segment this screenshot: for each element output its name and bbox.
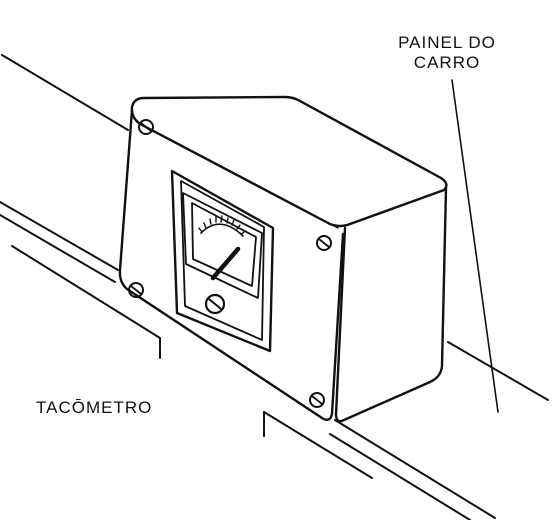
meter-needle (210, 246, 241, 281)
scale-ticks (198, 215, 246, 235)
panel-label-line1: PAINEL DO (398, 33, 496, 52)
zero-adjust-screw-icon (204, 293, 226, 315)
panel-leader-line (451, 79, 499, 413)
screw-icon (128, 282, 144, 298)
screw-icon (138, 119, 154, 135)
panel-label: PAINEL DO CARRO (372, 33, 522, 73)
meter-box (118, 95, 448, 423)
tachometer-label: TACŌMETRO (36, 398, 153, 417)
box-front-face (118, 108, 345, 421)
corner-screws (128, 119, 332, 408)
screw-icon (309, 392, 325, 408)
dashboard-lines-left (0, 54, 161, 359)
dashboard-lines-right (263, 341, 549, 520)
meter-bezel (170, 169, 275, 353)
meter-dial (191, 202, 257, 287)
panel-label-line2: CARRO (413, 53, 481, 72)
box-side-face (334, 186, 448, 423)
box-top-face (130, 95, 448, 228)
screw-icon (316, 235, 332, 251)
